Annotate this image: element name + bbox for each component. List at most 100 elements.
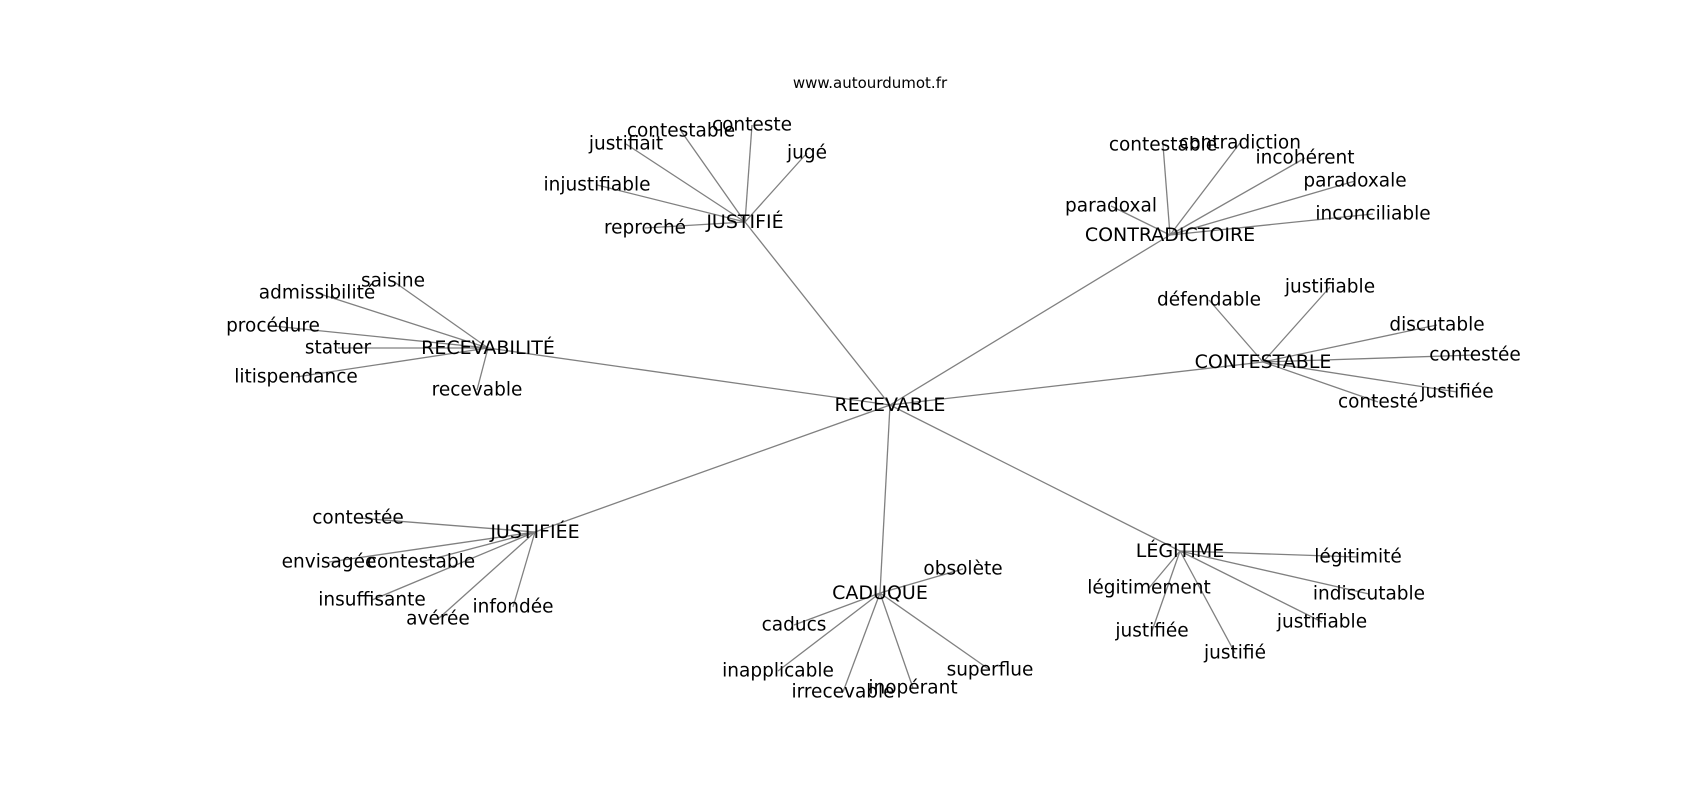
leaf-node-recevabilite-1: admissibilité <box>259 283 375 304</box>
leaf-node-recevabilite-0: saisine <box>361 271 425 292</box>
leaf-node-legitime-0: légitimité <box>1314 547 1402 568</box>
leaf-node-legitime-1: légitimement <box>1087 578 1211 599</box>
leaf-node-justifie-1: contestable <box>627 121 735 142</box>
leaf-node-contradictoire-2: incohérent <box>1255 148 1354 169</box>
leaf-node-justifiee-5: infondée <box>473 597 554 618</box>
leaf-node-caduque-4: inopérant <box>868 678 957 699</box>
leaf-node-legitime-5: justifié <box>1203 643 1266 664</box>
edge-root-justifiee <box>534 404 891 533</box>
edge-root-justifie <box>744 221 891 406</box>
leaf-node-contradictoire-4: paradoxal <box>1065 196 1157 217</box>
edge-contestable-1 <box>1262 286 1331 363</box>
edge-caduque-2 <box>777 592 881 672</box>
edge-recevabilite-0 <box>392 280 489 349</box>
leaf-node-contradictoire-5: inconciliable <box>1315 204 1430 225</box>
edge-justifiee-0 <box>357 517 536 533</box>
edge-contradictoire-0 <box>1162 144 1171 236</box>
leaf-node-justifiee-1: envisagée <box>282 552 377 573</box>
edge-caduque-4 <box>879 592 914 689</box>
edge-contestable-5 <box>1262 361 1379 403</box>
edge-justifie-5 <box>644 221 746 229</box>
edge-caduque-3 <box>842 592 881 693</box>
edge-root-contestable <box>889 361 1264 406</box>
edge-caduque-0 <box>879 568 964 594</box>
edge-justifiee-4 <box>437 531 536 620</box>
leaf-node-contestable-4: justifiée <box>1419 382 1493 403</box>
edge-contestable-2 <box>1262 324 1438 363</box>
edge-legitime-1 <box>1148 550 1181 589</box>
edge-justifie-2 <box>625 143 746 223</box>
leaf-node-contestable-1: justifiable <box>1284 277 1375 298</box>
leaf-node-recevabilite-5: recevable <box>432 380 523 401</box>
edge-legitime-0 <box>1179 550 1359 558</box>
leaf-node-caduque-1: caducs <box>762 615 827 636</box>
edge-justifiee-5 <box>512 531 536 608</box>
edge-recevabilite-4 <box>295 347 489 378</box>
leaf-node-legitime-3: justifiable <box>1276 612 1367 633</box>
leaf-node-contradictoire-3: paradoxale <box>1303 171 1406 192</box>
leaf-node-justifie-4: injustifiable <box>543 175 650 196</box>
hub-node-justifie: JUSTIFIÉ <box>705 210 783 233</box>
edge-contradictoire-4 <box>1110 205 1171 236</box>
edge-justifie-3 <box>744 152 808 223</box>
leaf-node-contestable-2: discutable <box>1389 315 1484 336</box>
hub-node-contestable: CONTESTABLE <box>1195 351 1332 373</box>
edge-contradictoire-1 <box>1169 142 1241 236</box>
edge-legitime-2 <box>1179 550 1370 595</box>
edge-legitime-4 <box>1151 550 1181 632</box>
leaf-node-justifie-0: conteste <box>712 115 792 136</box>
leaf-node-contestable-0: défendable <box>1157 290 1261 311</box>
root-node: RECEVABLE <box>835 394 946 416</box>
edge-recevabilite-1 <box>316 292 489 349</box>
hub-node-contradictoire: CONTRADICTOIRE <box>1085 224 1255 246</box>
edge-recevabilite-2 <box>272 325 489 349</box>
edge-justifie-1 <box>680 130 746 223</box>
edge-root-contradictoire <box>889 234 1171 406</box>
edge-justifiee-2 <box>420 531 536 563</box>
edges-layer <box>272 124 1476 693</box>
leaf-node-caduque-3: irrecevable <box>791 682 894 703</box>
edge-contestable-0 <box>1208 299 1264 363</box>
leaf-node-contradictoire-1: contradiction <box>1179 133 1301 154</box>
leaf-node-caduque-2: inapplicable <box>722 661 834 682</box>
edge-contradictoire-5 <box>1169 213 1374 236</box>
edge-legitime-3 <box>1179 550 1323 623</box>
edge-root-caduque <box>879 404 891 594</box>
hub-node-caduque: CADUQUE <box>832 582 928 604</box>
leaf-node-justifie-2: justifiait <box>588 134 663 155</box>
leaf-node-justifie-5: reproché <box>604 218 686 239</box>
leaf-node-recevabilite-2: procédure <box>226 316 320 337</box>
edge-contestable-3 <box>1262 354 1476 363</box>
edge-caduque-1 <box>793 592 881 626</box>
leaf-node-justifiee-0: contestée <box>312 508 404 529</box>
labels-layer: RECEVABLEJUSTIFIÉcontestecontestablejust… <box>226 115 1521 703</box>
leaf-node-recevabilite-3: statuer <box>305 338 372 359</box>
edge-contradictoire-3 <box>1169 180 1356 236</box>
leaf-node-justifiee-4: avérée <box>406 609 470 630</box>
leaf-node-legitime-4: justifiée <box>1114 621 1188 642</box>
leaf-node-recevabilite-4: litispendance <box>234 367 358 388</box>
source-url: www.autourdumot.fr <box>793 74 948 92</box>
edge-recevabilite-5 <box>476 347 489 391</box>
edge-contestable-4 <box>1262 361 1458 393</box>
leaf-node-justifiee-3: insuffisante <box>318 590 425 611</box>
hub-node-recevabilite: RECEVABILITÉ <box>421 336 555 359</box>
edge-legitime-5 <box>1179 550 1236 654</box>
edge-contradictoire-2 <box>1169 157 1306 236</box>
hub-node-justifiee: JUSTIFIÉE <box>489 520 579 543</box>
leaf-node-caduque-0: obsolète <box>923 559 1002 580</box>
leaf-node-justifiee-2: contestable <box>367 552 475 573</box>
hub-node-legitime: LÉGITIME <box>1136 539 1225 562</box>
leaf-node-contestable-5: contesté <box>1338 392 1418 413</box>
edge-root-recevabilite <box>487 347 891 406</box>
leaf-node-contestable-3: contestée <box>1429 345 1521 366</box>
leaf-node-justifie-3: jugé <box>786 143 827 164</box>
edge-caduque-5 <box>879 592 991 671</box>
edge-justifiee-3 <box>371 531 536 601</box>
leaf-node-contradictoire-0: contestable <box>1109 135 1217 156</box>
leaf-node-legitime-2: indiscutable <box>1313 584 1425 605</box>
edge-root-legitime <box>889 404 1181 552</box>
edge-justifiee-1 <box>328 531 536 563</box>
